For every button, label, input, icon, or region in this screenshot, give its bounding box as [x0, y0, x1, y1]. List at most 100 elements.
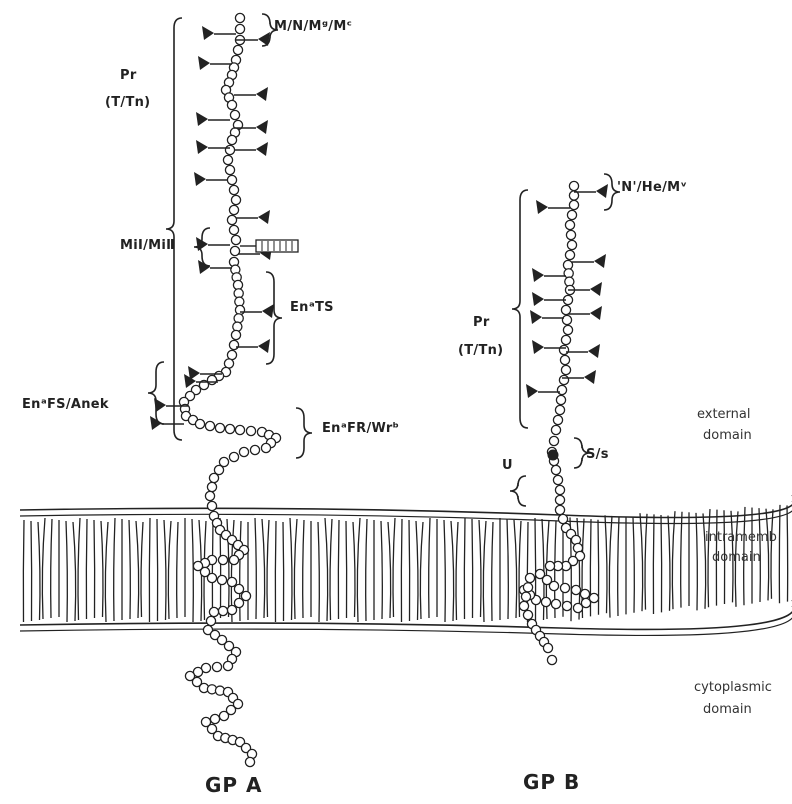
- gpb-amino-acid-bead: [560, 583, 569, 592]
- gpa-label-mn: M/N/Mᵍ/Mᶜ: [274, 19, 352, 34]
- gpa-oligosaccharide: [194, 172, 206, 186]
- membrane-lipid-stroke: [640, 513, 643, 611]
- gpb-oligosaccharide: [526, 384, 538, 398]
- gpa-oligosaccharide: [196, 140, 208, 154]
- gpa-amino-acid-bead: [227, 135, 236, 144]
- gpa-amino-acid-bead: [206, 616, 215, 625]
- membrane-lipid-stroke: [703, 513, 706, 608]
- gpb-amino-acid-bead: [558, 514, 567, 523]
- domain-external-label-2: domain: [703, 428, 752, 443]
- gpa-amino-acid-bead: [231, 235, 240, 244]
- gpa-amino-acid-bead: [241, 591, 250, 600]
- gpa-oligosaccharide: [196, 112, 208, 126]
- gpb-oligosaccharide: [584, 370, 596, 384]
- gpa-oligosaccharide: [258, 210, 270, 224]
- membrane-lipid-stroke: [267, 520, 269, 617]
- gpb-oligosaccharide: [590, 306, 602, 320]
- gpb-label-pr: Pr: [473, 315, 490, 330]
- gpa-amino-acid-bead: [227, 350, 236, 359]
- membrane-lipid-stroke: [86, 519, 87, 619]
- membrane-lipid-stroke: [275, 521, 276, 622]
- gpb-amino-acid-bead: [551, 465, 560, 474]
- domain-cytoplasmic-label-2: domain: [703, 702, 752, 717]
- gpa-amino-acid-bead: [223, 155, 232, 164]
- membrane-lipid-stroke: [192, 519, 193, 622]
- membrane-lipid-stroke: [507, 519, 508, 619]
- membrane-lipid-stroke: [444, 520, 445, 622]
- gpb-amino-acid-bead: [560, 355, 569, 364]
- membrane-lipid-stroke: [290, 518, 292, 620]
- gpa-oligosaccharide: [256, 87, 268, 101]
- membrane-lipid-stroke: [73, 522, 76, 621]
- gpb-oligosaccharide: [588, 344, 600, 358]
- membrane-lipid-stroke: [303, 520, 304, 618]
- membrane-lipid-stroke: [416, 521, 418, 620]
- membrane-lipid-stroke: [609, 516, 612, 618]
- membrane-lipid-stroke: [420, 522, 423, 619]
- membrane-lipid-stroke: [38, 522, 40, 620]
- membrane-lipid-stroke: [141, 522, 143, 617]
- gpa-amino-acid-bead: [235, 305, 244, 314]
- gpa-oligosaccharide: [198, 56, 210, 70]
- gpa-amino-acid-bead: [231, 195, 240, 204]
- membrane-lipid-stroke: [472, 519, 473, 618]
- membrane-lipid-stroke: [66, 521, 67, 622]
- gpa-brace-en-fr: [296, 408, 312, 458]
- gpa-oligosaccharide: [202, 26, 214, 40]
- gpa-amino-acid-bead: [231, 330, 240, 339]
- gpb-amino-acid-bead: [567, 210, 576, 219]
- gpb-amino-acid-bead: [565, 220, 574, 229]
- gpb-amino-acid-bead: [565, 250, 574, 259]
- gpb-amino-acid-bead: [559, 345, 568, 354]
- membrane-lipid-stroke: [661, 515, 662, 612]
- membrane-lipid-stroke: [696, 513, 697, 611]
- gpa-title: GP A: [205, 773, 263, 797]
- gpa-label-pr-sub: (T/Tn): [105, 95, 150, 110]
- cell-membrane: [20, 495, 792, 635]
- membrane-lipid-stroke: [338, 520, 339, 619]
- gpb-amino-acid-bead: [561, 305, 570, 314]
- gpa-amino-acid-bead: [227, 175, 236, 184]
- gpa-amino-acid-bead: [234, 584, 243, 593]
- gpb-amino-acid-bead: [553, 415, 562, 424]
- gpb-amino-acid-bead: [571, 585, 580, 594]
- membrane-lipid-stroke: [492, 522, 493, 621]
- gpb-amino-acid-bead: [580, 589, 589, 598]
- gpb-amino-acid-bead: [551, 599, 560, 608]
- gpb-label-n-he: 'N'/He/Mᵛ: [617, 180, 687, 195]
- gpb-amino-acid-bead: [573, 603, 582, 612]
- membrane-lipid-stroke: [318, 522, 319, 622]
- membrane-lipid-stroke: [325, 518, 328, 621]
- gpb-amino-acid-bead: [559, 375, 568, 384]
- membrane-lipid-stroke: [653, 514, 654, 614]
- membrane-lipid-stroke: [94, 520, 95, 618]
- membrane-lipid-stroke: [164, 520, 166, 620]
- membrane-lipid-stroke: [283, 522, 284, 621]
- membrane-lipid-stroke: [212, 522, 213, 619]
- gpb-s-s-residue-dot: [548, 450, 558, 460]
- gpa-amino-acid-bead: [225, 145, 234, 154]
- membrane-lipid-stroke: [262, 519, 265, 618]
- gpa-amino-acid-bead: [245, 757, 254, 766]
- gpb-brace-u: [510, 476, 526, 506]
- gpa-brace-pr: [166, 18, 182, 440]
- gpa-amino-acid-bead: [230, 110, 239, 119]
- gpb-amino-acid-bead: [561, 365, 570, 374]
- gpb-peptide-chain: [519, 181, 598, 664]
- gpa-amino-acid-bead: [218, 555, 227, 564]
- membrane-lipid-stroke: [787, 505, 788, 601]
- gpa-amino-acid-bead: [212, 662, 221, 671]
- gpb-label-pr-sub: (T/Tn): [458, 343, 503, 358]
- gpb-amino-acid-bead: [551, 425, 560, 434]
- membrane-lipid-stroke: [157, 519, 158, 621]
- membrane-lipid-stroke: [393, 518, 395, 617]
- membrane-lipid-stroke: [168, 521, 171, 619]
- gpa-amino-acid-bead: [234, 314, 243, 323]
- gpa-amino-acid-bead: [209, 607, 218, 616]
- gpb-amino-acid-bead: [525, 573, 534, 582]
- membrane-lipid-stroke: [451, 521, 454, 621]
- membrane-lipid-stroke: [149, 518, 150, 622]
- gpb-oligosaccharide: [536, 200, 548, 214]
- gpa-amino-acid-bead: [227, 100, 236, 109]
- gpb-brace-pr: [512, 190, 528, 428]
